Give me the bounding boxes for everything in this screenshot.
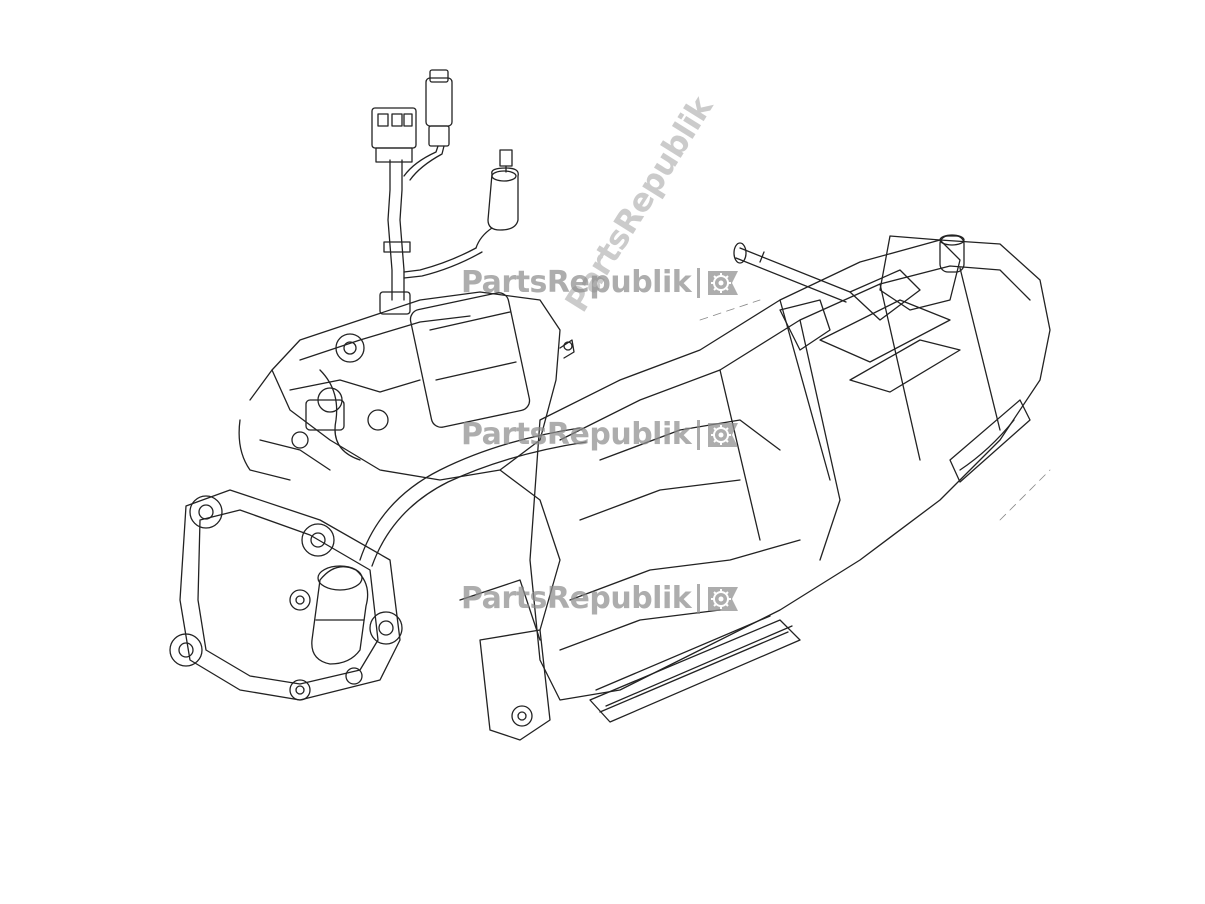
watermark: PartsRepublik [461,420,740,450]
gear-flag-icon [708,271,739,295]
side-cover [169,489,403,701]
transmission-housing [529,239,1051,701]
gear-flag-icon [708,423,739,447]
watermark-text: PartsRepublik [461,581,692,616]
watermark-separator [697,584,701,614]
watermark: PartsRepublik [461,268,740,298]
watermark-separator [697,420,701,450]
gear-flag-icon [708,587,739,611]
construction-lines [699,299,1051,521]
watermark: PartsRepublik [461,584,740,614]
cooling-fins [589,615,801,723]
wiring-harness [371,69,519,315]
rear-axle [733,234,965,351]
watermark-text: PartsRepublik [461,417,692,452]
mounting-bracket [459,469,561,741]
watermark-text: PartsRepublik [461,265,692,300]
intake-pipe [359,427,587,567]
watermark-separator [697,268,701,298]
cylinder-block [238,291,575,481]
